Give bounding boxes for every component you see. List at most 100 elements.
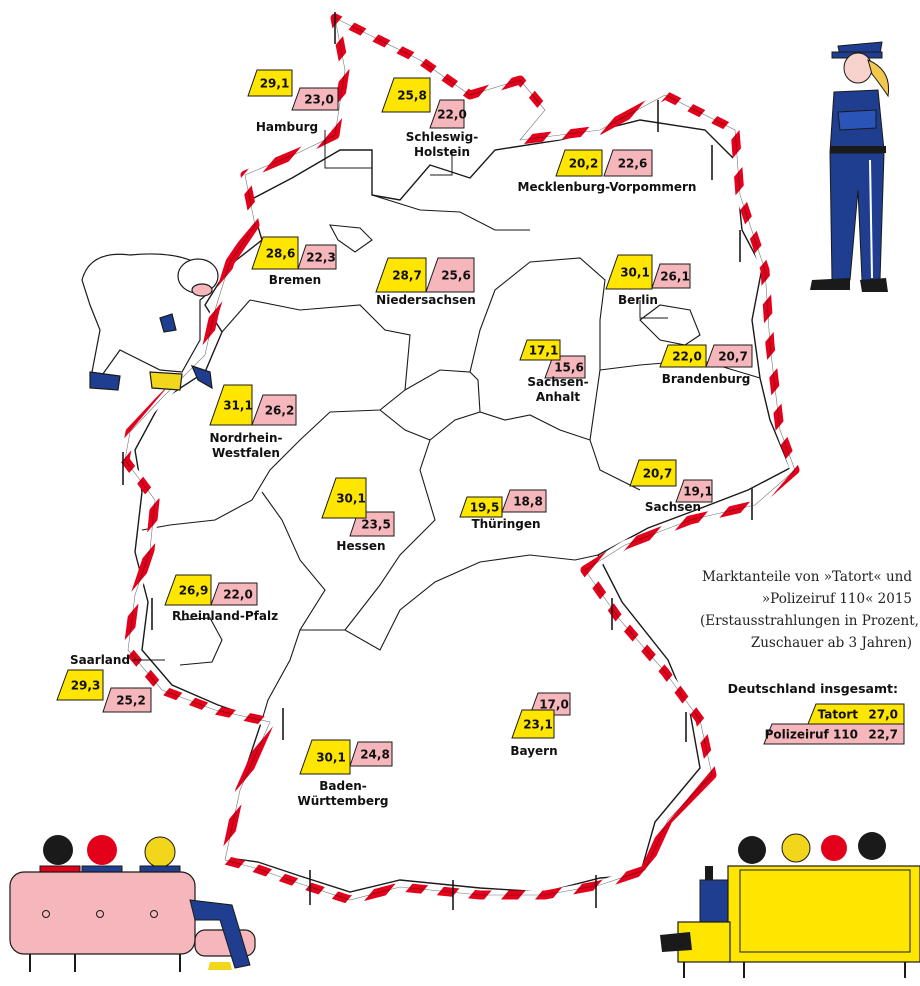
state-sachsen-anhalt-tatort-tag-value: 17,1 <box>529 344 559 358</box>
state-nordrhein-westfalen-name-line-1: Nordrhein- <box>209 431 282 445</box>
germany-total-polizeiruf-tag-value: 22,7 <box>868 728 898 742</box>
state-sachsen-polizeiruf-tag-shape <box>675 479 713 503</box>
state-berlin-tatort-tag-value: 30,1 <box>620 266 650 280</box>
caption-line-4: Zuschauer ab 3 Jahren) <box>750 635 912 651</box>
state-niedersachsen-name: Niedersachsen <box>376 293 476 307</box>
state-rheinland-pfalz-name: Rheinland-Pfalz <box>172 609 278 623</box>
state-nordrhein-westfalen-name-line-2: Westfalen <box>212 446 280 460</box>
state-sachsen-anhalt-polizeiruf-tag-shape <box>544 355 586 379</box>
state-baden-wuerttemberg-tatort-tag-value: 30,1 <box>316 751 346 765</box>
state-bremen-tatort-tag: 28,6 <box>251 236 299 270</box>
state-bayern-tatort-tag-value: 23,1 <box>523 718 553 732</box>
germany-total-tatort-tag-label: Tatort <box>818 708 859 722</box>
state-schleswig-holstein-tatort-tag: 25,8 <box>381 77 431 113</box>
state-baden-wuerttemberg-polizeiruf-tag-shape <box>349 741 393 767</box>
caption-line-3: (Erstausstrahlungen in Prozent, <box>700 613 919 629</box>
state-sachsen-anhalt-polizeiruf-tag: 15,6 <box>544 355 586 379</box>
state-mecklenburg-vorpommern-tatort-tag-shape <box>555 149 603 177</box>
state-rheinland-pfalz-polizeiruf-tag: 22,0 <box>210 582 258 606</box>
state-berlin-tatort-tag-shape <box>605 254 653 290</box>
sofa-viewers-right <box>660 832 920 978</box>
germany-total-title: Deutschland insgesamt: <box>727 681 898 696</box>
state-hamburg-polizeiruf-tag-value: 23,0 <box>304 93 334 107</box>
state-thueringen-name: Thüringen <box>471 517 540 531</box>
state-baden-wuerttemberg-polizeiruf-tag-value: 24,8 <box>360 748 390 762</box>
state-niedersachsen-polizeiruf-tag-shape <box>425 257 475 293</box>
state-schleswig-holstein-tatort-tag-shape <box>381 77 431 113</box>
state-niedersachsen-tatort-tag: 28,7 <box>375 257 427 293</box>
state-hamburg-tatort-tag: 29,1 <box>247 69 293 97</box>
state-bremen-polizeiruf-tag-value: 22,3 <box>306 251 336 265</box>
state-hessen-polizeiruf-tag-value: 23,5 <box>361 518 391 532</box>
state-mecklenburg-vorpommern-polizeiruf-tag-value: 22,6 <box>618 157 648 171</box>
state-thueringen-polizeiruf-tag: 18,8 <box>501 489 547 513</box>
caption-line-1: Marktanteile von »Tatort« und <box>701 569 912 585</box>
state-berlin-polizeiruf-tag-shape <box>651 263 691 289</box>
state-hessen-tatort-tag-shape <box>321 477 367 519</box>
state-labels: 23,029,1Hamburg22,025,8Schleswig-Holstei… <box>56 69 753 808</box>
state-niedersachsen-tatort-tag-value: 28,7 <box>392 269 422 283</box>
state-hessen-name: Hessen <box>336 539 385 553</box>
state-sachsen-anhalt-name-line-2: Anhalt <box>536 390 581 404</box>
state-brandenburg-tatort-tag-value: 22,0 <box>672 350 702 364</box>
leader-lines <box>132 130 668 661</box>
state-mecklenburg-vorpommern-tatort-tag: 20,2 <box>555 149 603 177</box>
state-schleswig-holstein-name-line-2: Holstein <box>414 145 470 159</box>
state-bayern-tatort-tag-shape <box>511 709 555 739</box>
state-nordrhein-westfalen-polizeiruf-tag-value: 26,2 <box>265 404 295 418</box>
state-brandenburg-polizeiruf-tag-shape <box>705 344 753 368</box>
state-hamburg-tatort-tag-value: 29,1 <box>260 77 290 91</box>
state-niedersachsen-polizeiruf-tag: 25,6 <box>425 257 475 293</box>
state-schleswig-holstein-tatort-tag-value: 25,8 <box>397 89 427 103</box>
state-schleswig-holstein-name-line-1: Schleswig- <box>406 130 478 144</box>
state-bayern-polizeiruf-tag-value: 17,0 <box>539 698 569 712</box>
state-bremen-tatort-tag-value: 28,6 <box>266 247 296 261</box>
state-sachsen-anhalt-tatort-tag-shape <box>519 339 561 361</box>
forensic-investigator-figure <box>81 253 219 391</box>
state-thueringen-polizeiruf-tag-value: 18,8 <box>513 495 543 509</box>
state-sachsen-polizeiruf-tag-value: 19,1 <box>683 485 713 499</box>
state-hessen-tatort-tag-value: 30,1 <box>336 492 366 506</box>
state-sachsen-anhalt-tatort-tag: 17,1 <box>519 339 561 361</box>
state-saarland-polizeiruf-tag-shape <box>102 687 152 713</box>
state-baden-wuerttemberg-name-line-2: Württemberg <box>297 794 388 808</box>
state-berlin-polizeiruf-tag: 26,1 <box>651 263 691 289</box>
state-saarland-polizeiruf-tag: 25,2 <box>102 687 152 713</box>
state-baden-wuerttemberg-tatort-tag: 30,1 <box>299 739 351 775</box>
state-sachsen-tatort-tag-value: 20,7 <box>643 467 673 481</box>
state-mecklenburg-vorpommern-tatort-tag-value: 20,2 <box>569 157 599 171</box>
state-brandenburg-tatort-tag: 22,0 <box>659 344 707 368</box>
state-rheinland-pfalz-tatort-tag-value: 26,9 <box>179 584 209 598</box>
state-baden-wuerttemberg-name-line-1: Baden- <box>319 779 367 793</box>
state-nordrhein-westfalen-tatort-tag: 31,1 <box>209 384 253 426</box>
state-thueringen-tatort-tag-value: 19,5 <box>470 501 500 515</box>
state-sachsen-anhalt-polizeiruf-tag-value: 15,6 <box>554 361 584 375</box>
tape-posts <box>122 12 753 910</box>
state-niedersachsen-polizeiruf-tag-value: 25,6 <box>441 269 471 283</box>
state-bremen-tatort-tag-shape <box>251 236 299 270</box>
state-schleswig-holstein-polizeiruf-tag-value: 22,0 <box>437 108 467 122</box>
state-bremen-polizeiruf-tag: 22,3 <box>297 244 337 270</box>
sofa-viewers-left <box>9 835 256 972</box>
state-baden-wuerttemberg-tatort-tag-shape <box>299 739 351 775</box>
state-saarland-tatort-tag-shape <box>56 669 104 701</box>
state-saarland-tatort-tag: 29,3 <box>56 669 104 701</box>
tape-edge <box>124 17 796 901</box>
state-hamburg-tatort-tag-shape <box>247 69 293 97</box>
state-brandenburg-name: Brandenburg <box>662 372 751 386</box>
state-nordrhein-westfalen-polizeiruf-tag: 26,2 <box>251 394 297 426</box>
state-bayern-name: Bayern <box>510 744 557 758</box>
